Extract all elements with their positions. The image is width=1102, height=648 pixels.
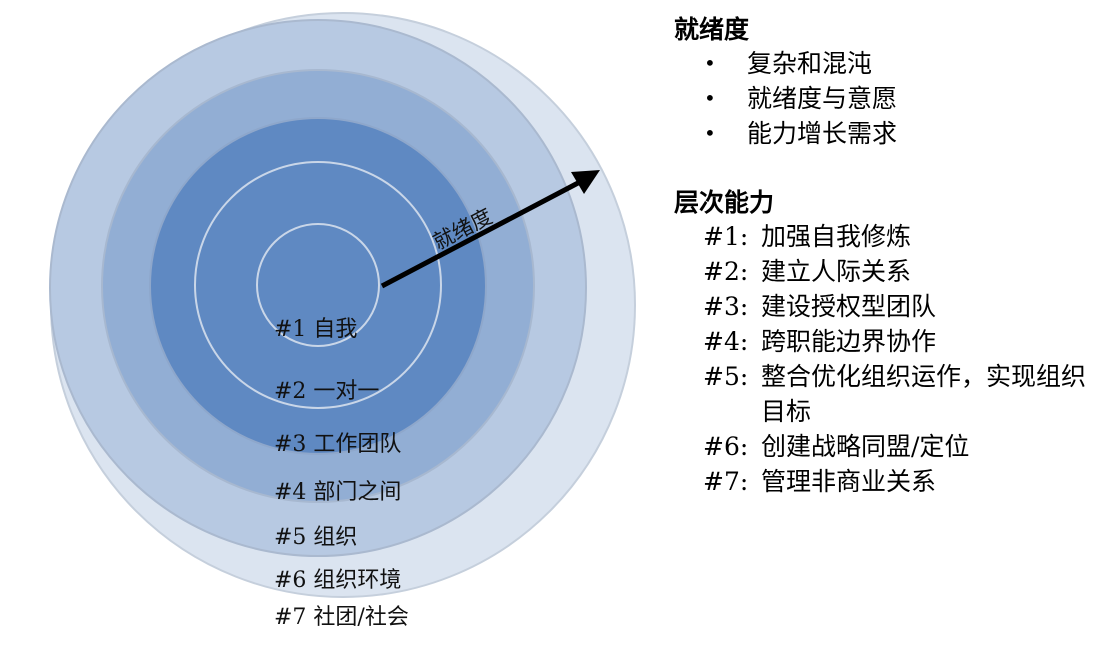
ring-label-1: #1 自我 bbox=[274, 317, 357, 342]
readiness-arrow bbox=[380, 170, 600, 289]
readiness-item: •能力增长需求 bbox=[674, 116, 1094, 151]
readiness-list: •复杂和混沌 •就绪度与意愿 •能力增长需求 bbox=[674, 46, 1094, 151]
ring-label-4: #4 部门之间 bbox=[274, 480, 401, 505]
readiness-item: •就绪度与意愿 bbox=[674, 81, 1094, 116]
readiness-panel: 就绪度 •复杂和混沌 •就绪度与意愿 •能力增长需求 bbox=[674, 14, 1094, 151]
level-item: #5:整合优化组织运作，实现组织目标 bbox=[703, 362, 1087, 426]
ring-label-5: #5 组织 bbox=[274, 525, 357, 550]
readiness-title: 就绪度 bbox=[674, 15, 750, 44]
level-item: #6:创建战略同盟/定位 bbox=[703, 432, 970, 461]
ring-label-2: #2 一对一 bbox=[274, 379, 379, 404]
levels-list: #1:加强自我修炼 #2:建立人际关系 #3:建设授权型团队 #4:跨职能边界协… bbox=[674, 219, 1094, 499]
bullet-icon: • bbox=[704, 121, 716, 145]
ring-label-3: #3 工作团队 bbox=[274, 432, 401, 457]
ring-label-6: #6 组织环境 bbox=[274, 568, 401, 593]
ring-label-7: #7 社团/社会 bbox=[274, 605, 409, 630]
level-item: #4:跨职能边界协作 bbox=[703, 327, 937, 356]
bullet-icon: • bbox=[704, 86, 716, 110]
ring-2 bbox=[256, 223, 380, 347]
level-item: #2:建立人际关系 bbox=[703, 257, 912, 286]
level-item: #7:管理非商业关系 bbox=[703, 467, 937, 496]
level-item: #3:建设授权型团队 bbox=[703, 292, 937, 321]
levels-title: 层次能力 bbox=[674, 188, 775, 217]
bullet-icon: • bbox=[704, 51, 716, 75]
levels-panel: 层次能力 #1:加强自我修炼 #2:建立人际关系 #3:建设授权型团队 #4:跨… bbox=[674, 187, 1094, 499]
level-item: #1:加强自我修炼 bbox=[703, 222, 912, 251]
readiness-item: •复杂和混沌 bbox=[674, 46, 1094, 81]
concentric-rings-diagram: 就绪度 #1 自我 #2 一对一 #3 工作团队 #4 部门之间 #5 组织 #… bbox=[49, 12, 636, 630]
